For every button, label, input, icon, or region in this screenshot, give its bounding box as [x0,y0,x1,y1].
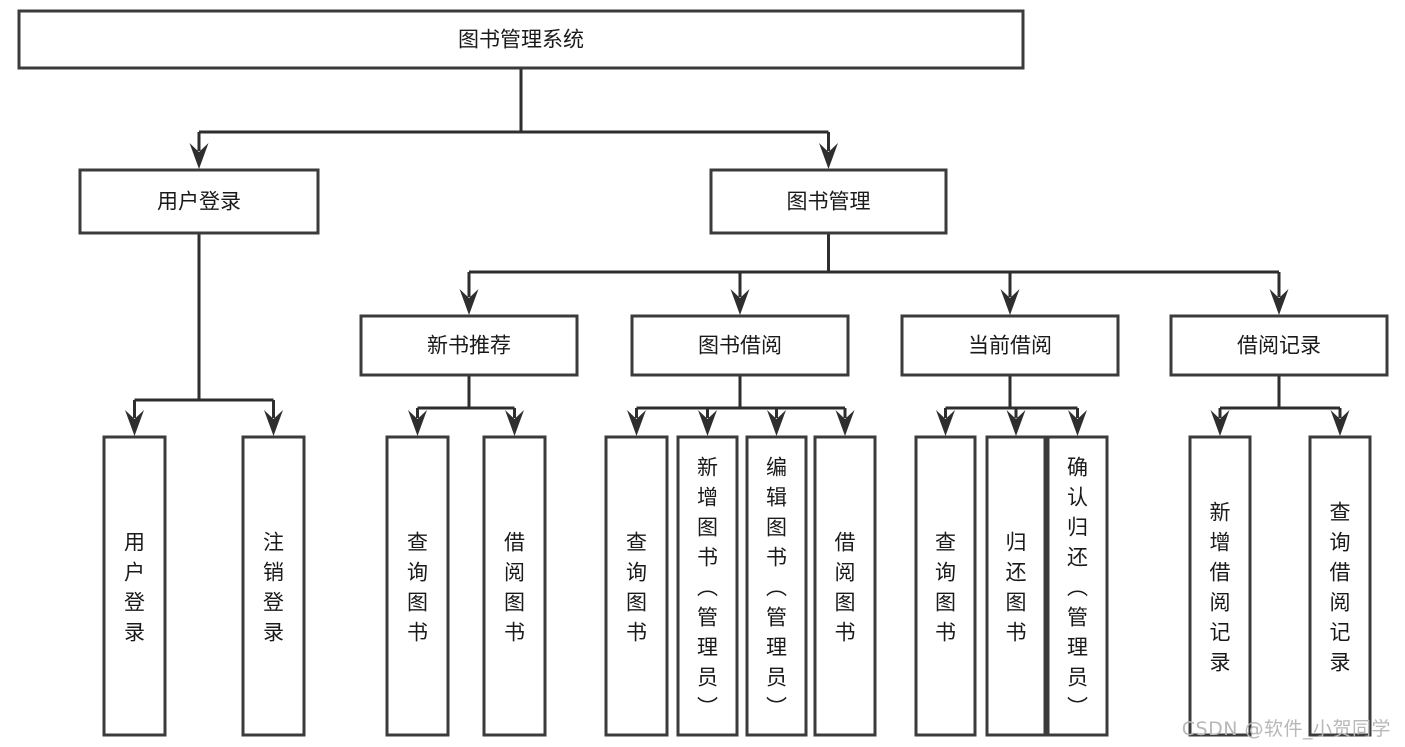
node-borrow[interactable]: 图书借阅 [630,314,850,377]
node-label: 查询借阅记录 [1330,500,1351,674]
node-leaf-user-login[interactable]: 用户登录 [102,435,167,737]
node-box[interactable] [17,9,1025,70]
node-box[interactable] [813,435,877,737]
node-label: 图书管理 [787,190,871,214]
node-leaf-borrow-do[interactable]: 借阅图书 [813,435,877,737]
node-box[interactable] [482,435,547,737]
node-box[interactable] [1169,314,1389,377]
connector-group [936,375,1087,436]
connector-group [189,68,838,169]
node-box[interactable] [676,435,739,737]
node-label: 当前借阅 [968,334,1052,358]
node-box[interactable] [900,314,1120,377]
node-leaf-borrow-add[interactable]: 新增图书︵管理员︶ [676,435,739,737]
node-box[interactable] [985,435,1047,737]
node-label: 用户登录 [124,530,145,644]
node-leaf-user-logout[interactable]: 注销登录 [241,435,306,737]
node-box[interactable] [914,435,977,737]
node-label: 用户登录 [157,190,241,214]
connector-group [627,375,855,436]
connector-group [1210,375,1350,436]
node-label: 归还图书 [1006,530,1027,644]
node-leaf-newbook-borrow[interactable]: 借阅图书 [482,435,547,737]
node-label: 借阅图书 [835,530,856,644]
node-box[interactable] [1308,435,1372,737]
node-label: 新增借阅记录 [1210,500,1231,674]
node-box[interactable] [1188,435,1252,737]
node-label: 新增图书︵管理员︶ [697,455,718,719]
connector-group [408,375,524,436]
node-leaf-borrow-query[interactable]: 查询图书 [604,435,669,737]
node-records[interactable]: 借阅记录 [1169,314,1389,377]
node-root[interactable]: 图书管理系统 [17,9,1025,70]
connector-layer [125,68,1350,436]
node-box[interactable] [78,168,320,235]
node-label: 查询图书 [935,530,956,644]
node-box[interactable] [745,435,808,737]
csdn-watermark: CSDN @软件_小贺同学 [1181,718,1391,740]
node-label: 确认归还︵管理员︶ [1067,455,1088,719]
node-box[interactable] [1046,435,1109,737]
node-label: 借阅图书 [504,530,525,644]
node-layer: 图书管理系统用户登录图书管理新书推荐图书借阅当前借阅借阅记录用户登录注销登录查询… [17,9,1389,737]
node-label: 查询图书 [407,530,428,644]
node-leaf-current-confirm[interactable]: 确认归还︵管理员︶ [1046,435,1109,737]
node-label: 借阅记录 [1237,334,1321,358]
node-label: 图书管理系统 [458,28,584,52]
node-box[interactable] [604,435,669,737]
node-box[interactable] [102,435,167,737]
connector-group [125,233,283,436]
node-box[interactable] [709,168,948,235]
node-label: 图书借阅 [698,334,782,358]
node-newbook[interactable]: 新书推荐 [359,314,579,377]
node-leaf-newbook-query[interactable]: 查询图书 [385,435,450,737]
node-box[interactable] [385,435,450,737]
node-current[interactable]: 当前借阅 [900,314,1120,377]
connector-group [459,233,1289,315]
node-bookmgmt[interactable]: 图书管理 [709,168,948,235]
node-label: 编辑图书︵管理员︶ [766,455,787,719]
node-box[interactable] [359,314,579,377]
node-leaf-records-add[interactable]: 新增借阅记录 [1188,435,1252,737]
node-box[interactable] [241,435,306,737]
node-leaf-records-query[interactable]: 查询借阅记录 [1308,435,1372,737]
node-leaf-current-return[interactable]: 归还图书 [985,435,1047,737]
node-leaf-borrow-edit[interactable]: 编辑图书︵管理员︶ [745,435,808,737]
node-box[interactable] [630,314,850,377]
node-login[interactable]: 用户登录 [78,168,320,235]
node-label: 新书推荐 [427,334,511,358]
node-leaf-current-query[interactable]: 查询图书 [914,435,977,737]
node-label: 注销登录 [263,530,284,644]
node-label: 查询图书 [626,530,647,644]
